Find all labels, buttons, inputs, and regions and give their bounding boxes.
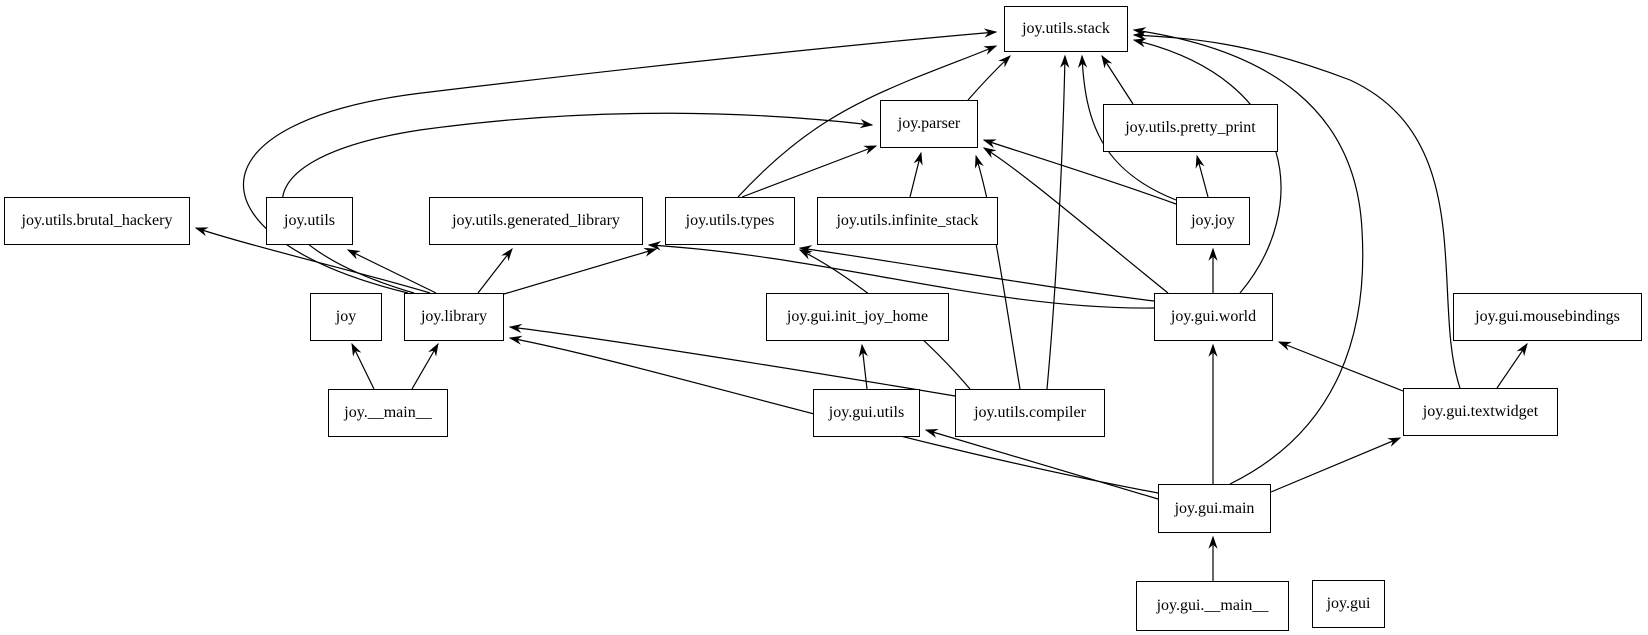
edge-world-to-types [798,245,1155,302]
node-gui-utils: joy.gui.utils [813,389,920,437]
edge-gui-main-to-gui-utils [924,428,1159,500]
edge-world-to-parser [982,147,1169,294]
edge-gui-main-to-stack [1132,27,1364,485]
edge-compiler-to-parser [974,154,1021,390]
edge-infinite-stack-to-parser [909,151,923,198]
edge-library-to-brutal-hackery [194,227,431,294]
node-gui-main: joy.gui.main [1158,484,1271,533]
node-infinite-stack: joy.utils.infinite_stack [817,197,998,245]
node-joy: joy [310,293,382,341]
edge-library-to-generated-library [477,247,513,294]
node-stack: joy.utils.stack [1004,6,1128,52]
node-textwidget: joy.gui.textwidget [1403,388,1558,436]
node-joy-joy: joy.joy [1176,197,1250,245]
node-library: joy.library [404,293,504,341]
edge-joy-joy-to-parser [982,139,1177,205]
node-pretty-print: joy.utils.pretty_print [1103,104,1278,152]
edge-gui-utils-to-init-joy-home [858,343,868,390]
edge-textwidget-to-world [1277,341,1404,392]
edge-world-to-generated-library [647,241,1155,309]
edge-parser-to-stack [967,55,1011,101]
node-parser: joy.parser [880,100,978,148]
node-utils: joy.utils [266,197,353,245]
node-gui: joy.gui [1312,580,1385,628]
edge-joy-main-to-library [411,342,439,390]
edge-joy-joy-to-pretty-print [1195,154,1209,198]
node-joy-main: joy.__main__ [328,389,448,437]
edge-compiler-to-library [508,323,956,397]
edge-types-to-stack [737,45,998,198]
edge-textwidget-to-stack [1132,31,1461,389]
node-mousebindings: joy.gui.mousebindings [1453,293,1642,341]
edge-joy-joy-to-stack [1077,54,1177,201]
node-generated-library: joy.utils.generated_library [429,197,643,245]
node-gui-main-dunder: joy.gui.__main__ [1136,581,1289,631]
edge-world-to-stack [1132,38,1282,294]
edge-gui-main-to-library [508,335,1159,494]
node-compiler: joy.utils.compiler [955,389,1105,437]
edge-library-to-types [503,247,658,295]
edge-pretty-print-to-stack [1101,54,1134,105]
edge-textwidget-to-mousebindings [1496,342,1528,389]
edge-library-to-utils [346,249,437,294]
edge-compiler-to-stack [1046,54,1070,390]
edge-joy-main-to-joy [351,342,375,390]
node-brutal-hackery: joy.utils.brutal_hackery [4,197,190,245]
edge-gui-main-to-textwidget [1270,437,1402,493]
node-init-joy-home: joy.gui.init_joy_home [766,293,949,341]
edge-types-to-parser [741,145,878,198]
node-types: joy.utils.types [665,197,795,245]
node-world: joy.gui.world [1154,293,1273,341]
